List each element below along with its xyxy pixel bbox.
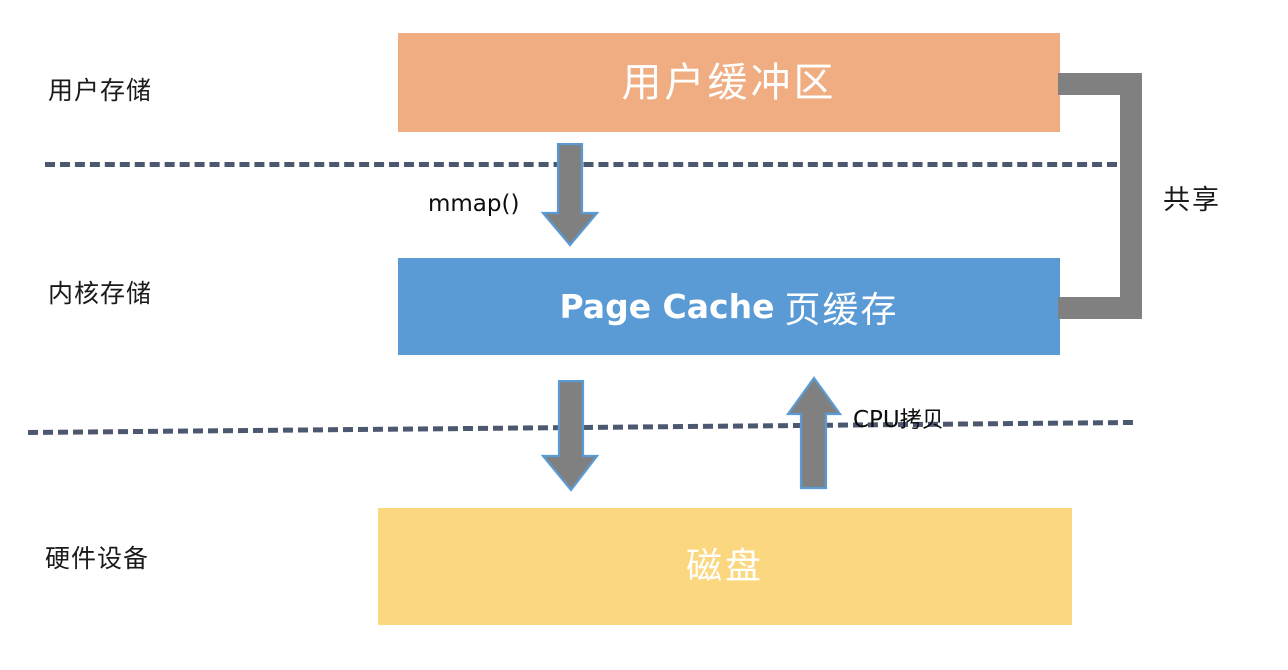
cpu-copy-label-cn: 拷贝 [899, 408, 944, 433]
share-label: 共享 [1163, 185, 1221, 216]
page-cache-label-cn: 页缓存 [784, 289, 899, 331]
layer-label-user-storage: 用户存储 [48, 76, 153, 105]
cpu-copy-label: CPU拷贝 [853, 409, 944, 432]
share-bracket-bottom-bar [1058, 297, 1142, 319]
mmap-arrow[interactable] [541, 143, 599, 247]
user-buffer-label: 用户缓冲区 [621, 59, 837, 106]
layer-label-hardware-device: 硬件设备 [45, 544, 150, 573]
disk-label: 磁盘 [685, 545, 764, 587]
disk-write-arrow[interactable] [541, 380, 599, 492]
disk-block[interactable]: 磁盘 [378, 508, 1072, 625]
cpu-copy-arrow[interactable] [786, 376, 842, 490]
share-bracket [1058, 73, 1142, 319]
mmap-label: mmap() [428, 191, 520, 217]
layer-label-kernel-storage: 内核存储 [48, 279, 153, 308]
share-bracket-right-bar [1120, 73, 1142, 319]
user-buffer-block[interactable]: 用户缓冲区 [398, 33, 1060, 132]
cpu-copy-label-en: CPU [853, 407, 900, 433]
page-cache-label-en: Page Cache [559, 287, 775, 326]
page-cache-block[interactable]: Page Cache 页缓存 [398, 258, 1060, 355]
